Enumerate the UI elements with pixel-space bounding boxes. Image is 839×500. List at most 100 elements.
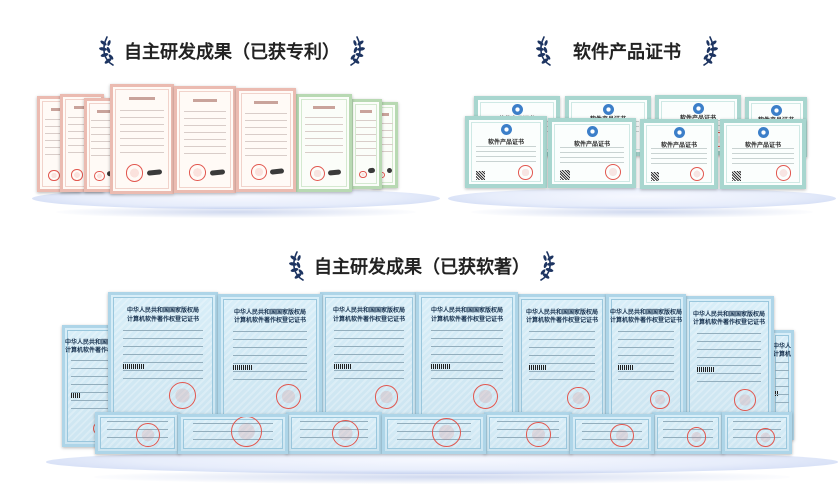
display-platform-copyrights — [46, 450, 838, 484]
section-title-text: 自主研发成果（已获专利） — [124, 42, 340, 63]
certificate-title: 软件产品证书 — [487, 139, 524, 147]
official-seal-icon — [650, 390, 670, 410]
text-lines — [305, 117, 343, 158]
software-copyright-certificate — [286, 412, 382, 454]
official-seal-icon — [48, 169, 60, 181]
software-copyright-certificate — [178, 414, 288, 454]
official-seal-icon — [432, 417, 462, 447]
certificate-title: 软件产品证书 — [573, 140, 610, 148]
laurel-left-icon — [535, 36, 553, 66]
software-copyright-certificate: 中华人民共和国国家版权局计算机软件著作权登记证书 — [684, 296, 774, 424]
certificate-frame — [301, 99, 347, 187]
patent-certificate — [350, 99, 382, 189]
certificate-frame — [471, 122, 541, 182]
official-seal-icon — [517, 164, 533, 180]
certificate-title: 软件产品证书 — [660, 141, 697, 149]
certificate-heading — [380, 113, 390, 116]
text-lines — [560, 146, 624, 166]
official-seal-icon — [332, 419, 360, 447]
official-seal-icon — [310, 165, 325, 181]
certificate-title: 计算机软件著作权登记证书 — [609, 317, 682, 325]
certificate-frame — [115, 89, 169, 189]
software-copyright-certificate: 中华人民共和国国家版权局计算机软件著作权登记证书 — [516, 294, 608, 422]
certificate-frame — [179, 91, 231, 188]
section-title-text: 软件产品证书 — [573, 42, 681, 63]
certificate-heading — [96, 109, 112, 113]
certificate-title: 计算机软件著作权登记证书 — [773, 350, 792, 358]
certificate-heading — [313, 106, 335, 110]
software-product-certificate: 软件产品证书 — [720, 119, 806, 189]
software-copyright-certificate — [95, 412, 180, 454]
official-seal-icon — [374, 385, 399, 410]
certificate-emblem-icon — [500, 124, 512, 136]
laurel-right-icon — [348, 36, 366, 66]
certificate-frame — [241, 93, 291, 187]
certificate-title: 计算机软件著作权登记证书 — [692, 319, 765, 327]
certificate-authority: 中华人民共和国国家版权局 — [126, 306, 199, 314]
official-seal-icon — [135, 423, 160, 447]
laurel-left-icon — [98, 36, 116, 66]
software-copyright-certificate — [484, 412, 572, 454]
software-copyright-certificate — [722, 412, 792, 454]
display-platform-software-products — [448, 188, 836, 218]
qr-code — [476, 170, 486, 180]
software-copyright-certificate: 中华人民共和国国家版权局计算机软件著作权登记证书 — [416, 292, 518, 422]
certificate-authority: 中华人民共和国国家版权局 — [430, 306, 503, 314]
certificate-authority: 中华人民共和国国家版权局 — [65, 339, 115, 347]
text-lines — [71, 360, 109, 412]
official-seal-icon — [169, 382, 197, 410]
certificate-title: 计算机软件著作权登记证书 — [332, 315, 405, 323]
patent-certificate — [110, 84, 174, 194]
software-copyright-certificate — [652, 412, 724, 454]
patent-certificate — [296, 94, 352, 192]
certificate-authority: 中华人民共和国国家版权局 — [609, 308, 682, 316]
certificate-title: 计算机软件著作权登记证书 — [525, 317, 598, 325]
official-seal-icon — [472, 384, 498, 410]
certificate-heading — [192, 99, 218, 103]
official-seal-icon — [358, 170, 367, 179]
text-lines — [617, 331, 675, 385]
official-seal-icon — [189, 164, 207, 181]
display-platform-patents — [32, 188, 440, 218]
laurel-right-icon — [538, 251, 556, 281]
certificate-authority: 中华人民共和国国家版权局 — [233, 308, 306, 316]
text-lines — [183, 111, 227, 156]
official-seal-icon — [125, 164, 144, 182]
patent-certificate — [236, 88, 296, 192]
certificate-emblem-icon — [692, 102, 704, 114]
certificate-emblem-icon — [586, 126, 598, 138]
certificate-authority: 中华人民共和国国家版权局 — [692, 310, 765, 318]
official-seal-icon — [230, 417, 263, 447]
text-lines — [476, 145, 536, 165]
official-seal-icon — [610, 423, 634, 447]
certificate-frame — [726, 125, 800, 183]
software-product-certificate: 软件产品证书 — [548, 118, 636, 188]
certificate-heading — [254, 100, 278, 104]
certificate-frame — [355, 104, 377, 184]
software-copyright-certificate — [570, 414, 654, 454]
certificate-frame — [646, 125, 712, 183]
official-seal-icon — [567, 386, 590, 410]
text-lines — [731, 147, 795, 167]
text-lines — [334, 329, 404, 385]
certificate-emblem-icon — [770, 104, 782, 116]
text-lines — [356, 120, 376, 158]
software-product-certificate: 软件产品证书 — [465, 116, 547, 188]
software-copyright-certificate — [382, 414, 486, 454]
certificate-title: 计算机软件著作权登记证书 — [233, 317, 306, 325]
section-title-text: 自主研发成果（已获软著） — [314, 257, 530, 278]
certificate-heading — [73, 106, 91, 110]
official-seal-icon — [755, 427, 775, 447]
official-seal-icon — [94, 170, 105, 182]
certificate-authority: 中华人民共和国国家版权局 — [773, 343, 792, 351]
official-seal-icon — [686, 426, 707, 447]
text-lines — [245, 112, 287, 156]
text-lines — [430, 329, 504, 385]
official-seal-icon — [526, 422, 551, 447]
certificate-title: 计算机软件著作权登记证书 — [65, 347, 115, 355]
section-title-copyrights: 自主研发成果（已获软著） — [288, 250, 556, 282]
text-lines — [697, 333, 761, 387]
software-copyright-certificate: 中华人民共和国国家版权局计算机软件著作权登记证书 — [606, 294, 686, 422]
certificate-title: 计算机软件著作权登记证书 — [126, 315, 199, 323]
text-lines — [529, 331, 595, 385]
